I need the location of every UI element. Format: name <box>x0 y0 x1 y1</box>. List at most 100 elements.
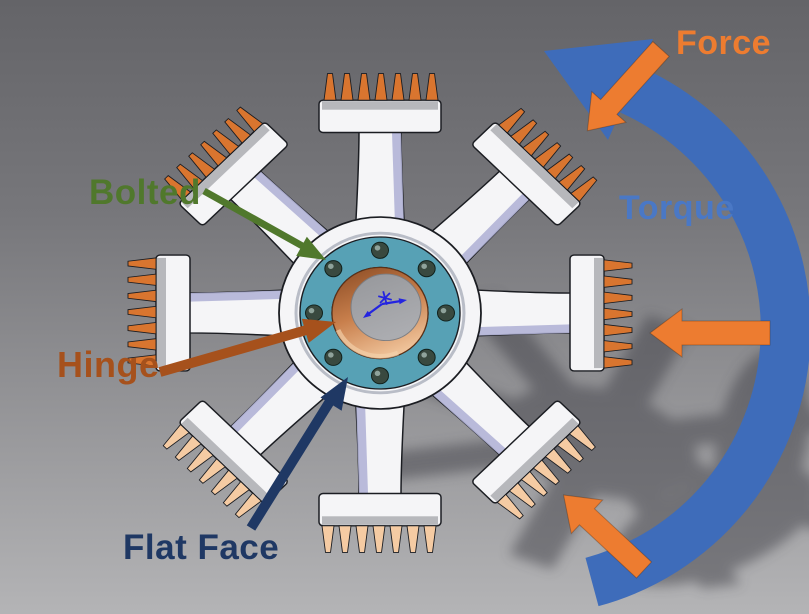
torque-arrow <box>544 39 809 607</box>
spoke-fins <box>321 525 437 553</box>
spoke-pad-top-face <box>157 257 166 369</box>
bolt-highlight <box>308 307 315 314</box>
heat-fin <box>603 340 633 353</box>
bolt-highlight <box>374 245 381 251</box>
bolt-head <box>417 348 436 366</box>
force-arrow-middle <box>649 308 771 358</box>
origin-triad-icon <box>363 291 407 318</box>
heat-fin <box>534 142 562 168</box>
heat-fin <box>212 129 240 156</box>
heat-fin <box>510 119 538 146</box>
heat-fin <box>127 273 157 286</box>
hub-ring-lip <box>294 231 466 395</box>
heat-fin <box>340 73 354 101</box>
force-label: Force <box>676 24 772 62</box>
heat-fin <box>164 175 192 201</box>
heat-fin <box>520 470 548 497</box>
heat-fin <box>425 73 439 101</box>
heat-fin <box>532 459 560 486</box>
heat-fin <box>408 73 422 101</box>
heat-fin <box>198 458 226 484</box>
heat-fin <box>372 525 386 553</box>
heat-fin <box>236 106 264 133</box>
heat-fin <box>423 525 437 553</box>
heat-fin <box>568 425 596 451</box>
heat-fin <box>558 164 586 191</box>
heat-fin <box>127 338 157 351</box>
bolted-leader-arrow <box>202 187 326 260</box>
heat-fin <box>603 307 633 321</box>
bolt-head <box>324 260 343 278</box>
copper-highlight <box>335 329 399 359</box>
heat-fin <box>508 482 536 509</box>
bolt-highlight <box>328 352 334 358</box>
heat-fin <box>357 73 371 101</box>
heat-fin <box>603 291 633 304</box>
heat-fin <box>127 354 157 367</box>
heat-fin <box>127 322 157 335</box>
heat-fin <box>603 259 633 272</box>
heat-fin <box>127 305 157 319</box>
heat-fin <box>355 525 369 553</box>
spoke-fins <box>323 73 439 101</box>
spoke-pad-top-face <box>594 257 603 369</box>
spoke-pad-top-face <box>181 124 270 209</box>
heat-fin <box>338 525 352 553</box>
torque-arc <box>585 67 809 607</box>
shadow-spoke <box>509 463 605 570</box>
spoke-pad-top-face <box>322 101 438 110</box>
bolt-highlight <box>440 307 447 314</box>
spoke-fins <box>496 425 596 520</box>
bolt-head <box>305 304 323 322</box>
heat-fin <box>546 153 574 180</box>
force-arrows <box>562 40 771 579</box>
heat-fin <box>200 140 228 167</box>
spoke-fins <box>127 257 157 367</box>
torque-arrowhead <box>544 39 653 140</box>
spoke-fins <box>603 259 633 369</box>
hub-bolts <box>305 241 455 385</box>
bolted-label: Bolted <box>89 173 201 212</box>
spoke-pad-top-face <box>181 417 270 502</box>
hub <box>278 216 482 410</box>
spoke-fins <box>498 107 598 203</box>
bolt-highlight <box>421 263 427 269</box>
heat-fin <box>570 176 598 203</box>
bolt-highlight <box>421 352 427 358</box>
bolt-head <box>437 304 455 322</box>
hinge-leader-arrow <box>158 318 336 377</box>
bolt-head <box>371 367 389 385</box>
bolt-head <box>371 241 389 259</box>
heat-fin <box>224 117 252 144</box>
heat-fin <box>174 435 202 462</box>
heat-fin <box>544 448 572 474</box>
bolt-highlight <box>374 370 381 376</box>
heat-fin <box>127 289 157 303</box>
spoke-fins <box>162 423 262 519</box>
heat-fin <box>188 152 216 178</box>
spoke-pad-top-face <box>322 516 438 525</box>
spoke-pad-top-face <box>490 417 579 502</box>
flat-face-label: Flat Face <box>123 528 280 567</box>
heat-fin <box>406 525 420 553</box>
heat-fin <box>210 469 238 496</box>
force-arrow-upper <box>586 40 670 132</box>
hinge-label: Hinge <box>57 344 160 385</box>
torque-label: Torque <box>619 189 735 227</box>
force-arrow-lower <box>562 494 653 579</box>
spoke-fins <box>164 106 264 201</box>
bolt-head <box>417 260 436 278</box>
heat-fin <box>234 492 262 519</box>
bolt-head <box>324 348 343 366</box>
heat-fin <box>603 275 633 288</box>
spoke-pad-top-face <box>490 124 579 209</box>
heat-fin <box>374 73 388 101</box>
heat-fin <box>603 356 633 369</box>
heat-fin <box>391 73 405 101</box>
heat-fin <box>522 130 550 157</box>
heat-fin <box>323 73 337 101</box>
heat-fin <box>127 257 157 270</box>
heat-fin <box>162 423 190 450</box>
